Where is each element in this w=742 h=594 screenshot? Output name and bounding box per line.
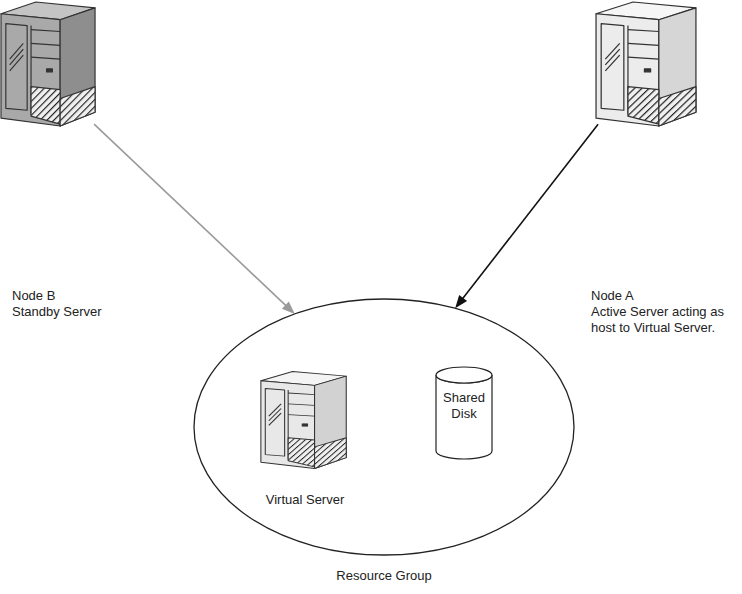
- shared-disk: Shared Disk: [435, 366, 493, 460]
- virtual-server-node: Virtual Server: [250, 370, 360, 510]
- node-label: Virtual Server: [250, 492, 360, 508]
- node-name: Shared Disk: [435, 390, 493, 422]
- node-label: Resource Group: [193, 568, 575, 584]
- node-description: Standby Server: [12, 304, 127, 320]
- resource-group-ellipse: [193, 298, 575, 556]
- node-name: Resource Group: [193, 568, 575, 584]
- node-description: Active Server acting as host to Virtual …: [591, 304, 726, 336]
- server-icon: [595, 0, 698, 128]
- server-icon: [0, 0, 97, 128]
- server-icon: [260, 370, 348, 470]
- node-name: Node A: [591, 288, 726, 304]
- node-label: Node BStandby Server: [12, 288, 127, 320]
- standby-server-node: Node BStandby Server: [0, 0, 130, 330]
- active-server-node: Node AActive Server acting as host to Vi…: [590, 0, 736, 350]
- connector-arrow: [94, 124, 295, 314]
- node-name: Virtual Server: [250, 492, 360, 508]
- connector-arrow: [455, 124, 598, 308]
- node-name: Node B: [12, 288, 127, 304]
- node-label: Shared Disk: [435, 390, 493, 422]
- resource-group: Resource Group Virtual Server Shared Disk: [193, 298, 575, 588]
- node-label: Node AActive Server acting as host to Vi…: [591, 288, 726, 336]
